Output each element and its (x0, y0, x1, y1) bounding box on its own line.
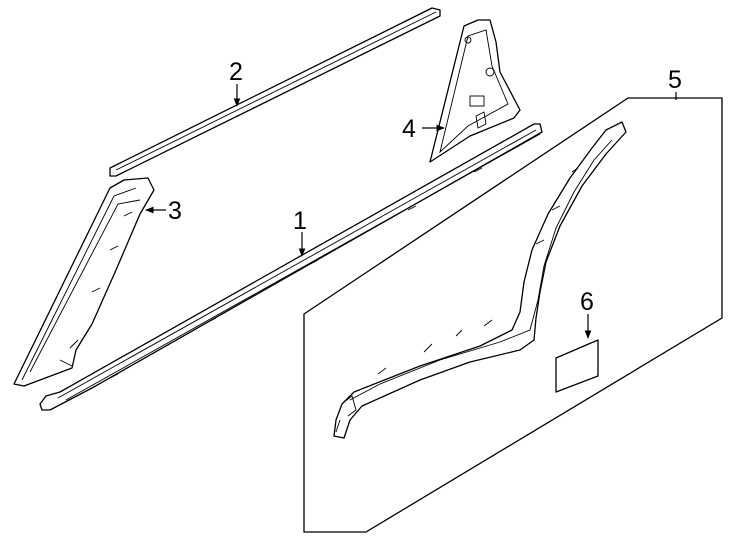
callout-5: 5 (668, 66, 682, 94)
leaders (145, 84, 677, 339)
part-5-sill-trim (333, 121, 627, 439)
part-2-roof-molding (109, 7, 441, 177)
callout-6: 6 (580, 288, 594, 316)
part-3-front-pillar-trim (13, 177, 155, 387)
callouts: 1 2 3 4 5 6 (168, 58, 682, 316)
part-4-quarter-trim (429, 19, 521, 163)
callout-3: 3 (168, 197, 182, 225)
part-1-molding-strip (39, 123, 543, 411)
part-6-label-plate (555, 339, 599, 393)
part-5-side-panel (303, 97, 723, 533)
callout-4: 4 (402, 115, 416, 143)
callout-1: 1 (293, 207, 307, 235)
callout-2: 2 (229, 58, 243, 86)
